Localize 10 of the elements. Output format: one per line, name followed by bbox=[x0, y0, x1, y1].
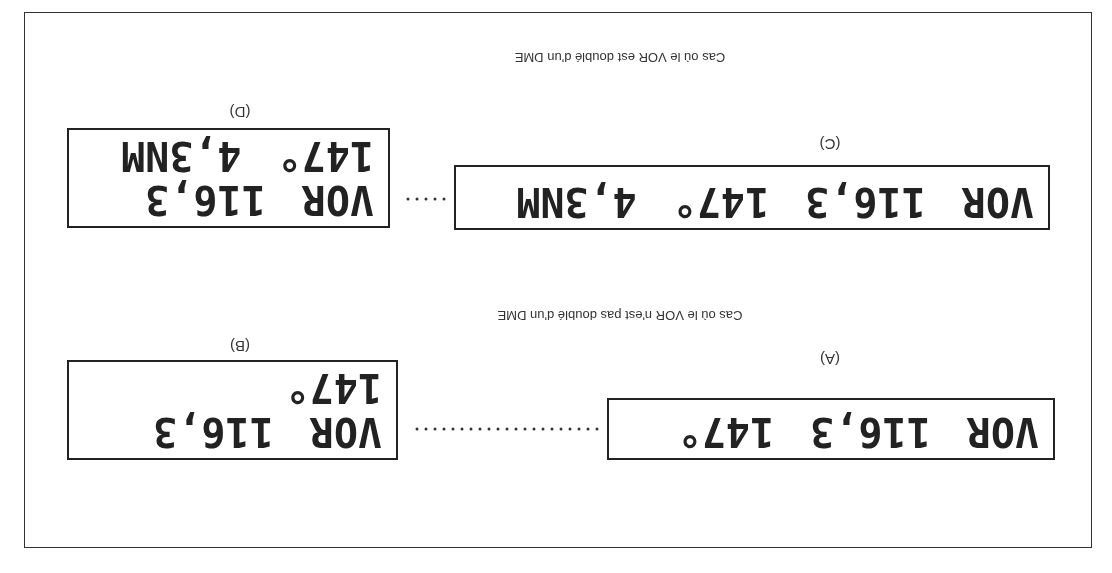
panel-letter: (B) bbox=[230, 338, 250, 355]
case-caption: Cas où le VOR n'est pas doublé d'un DME bbox=[497, 308, 743, 323]
case-caption: Cas où le VOR est doublé d'un DME bbox=[514, 50, 726, 65]
panel-letter: (A) bbox=[820, 351, 840, 368]
panel-letter: (D) bbox=[229, 104, 251, 121]
panel-letter: (C) bbox=[819, 136, 841, 153]
display-box: VOR 116,3 147° 4,3NM bbox=[454, 165, 1050, 230]
display-box: VOR 116,3 147° bbox=[67, 360, 398, 460]
display-box: VOR 116,3 147° 4,3NM bbox=[67, 128, 390, 228]
display-box: VOR 116,3 147° bbox=[607, 398, 1055, 460]
